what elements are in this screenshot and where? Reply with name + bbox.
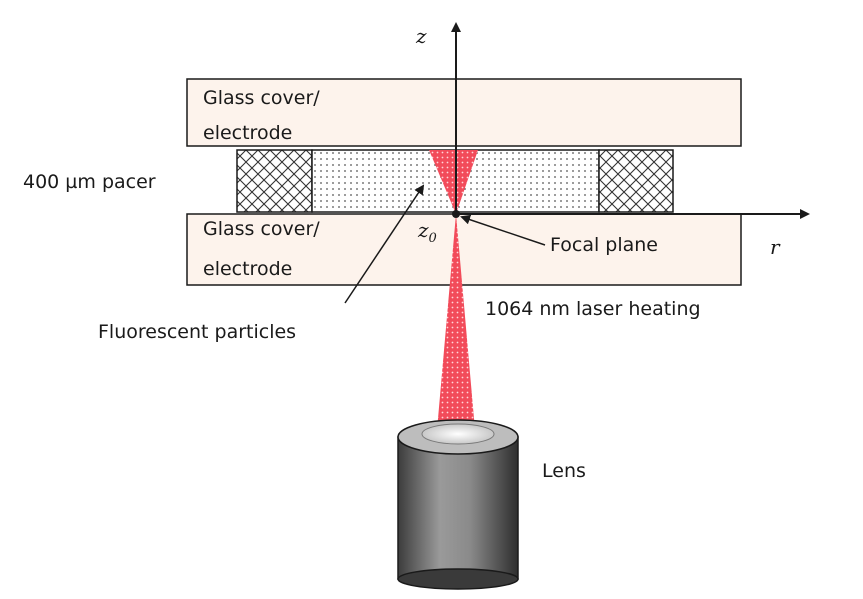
glass-top-line1: Glass cover/: [203, 87, 320, 109]
spacer-left: [236, 149, 313, 213]
lens-body: [397, 436, 519, 580]
glass-cover-top: [186, 78, 742, 147]
glass-bottom-line1: Glass cover/: [203, 218, 320, 240]
particles-leader: [344, 184, 425, 304]
laser-beam-upper: [429, 150, 478, 214]
glass-top-line2: electrode: [203, 122, 292, 144]
glass-bottom-line2: electrode: [203, 258, 292, 280]
z0-subscript: 0: [429, 231, 437, 246]
r-axis-label: r: [770, 235, 781, 259]
lens-glass: [421, 423, 495, 445]
particles-label: Fluorescent particles: [98, 321, 296, 343]
spacer-right: [598, 149, 674, 213]
origin-dot: [452, 210, 460, 218]
focal-plane-leader: [460, 214, 546, 246]
z0-main: z: [417, 218, 429, 242]
z-axis-label: z: [415, 24, 427, 48]
laser-beam-lower: [437, 214, 475, 430]
z0-label: z0: [417, 218, 437, 246]
lens-bottom: [397, 568, 519, 590]
lens-label: Lens: [542, 460, 586, 482]
laser-label: 1064 nm laser heating: [485, 298, 701, 320]
focal-plane-label: Focal plane: [550, 234, 658, 256]
spacer-label: 400 µm pacer: [23, 171, 156, 193]
